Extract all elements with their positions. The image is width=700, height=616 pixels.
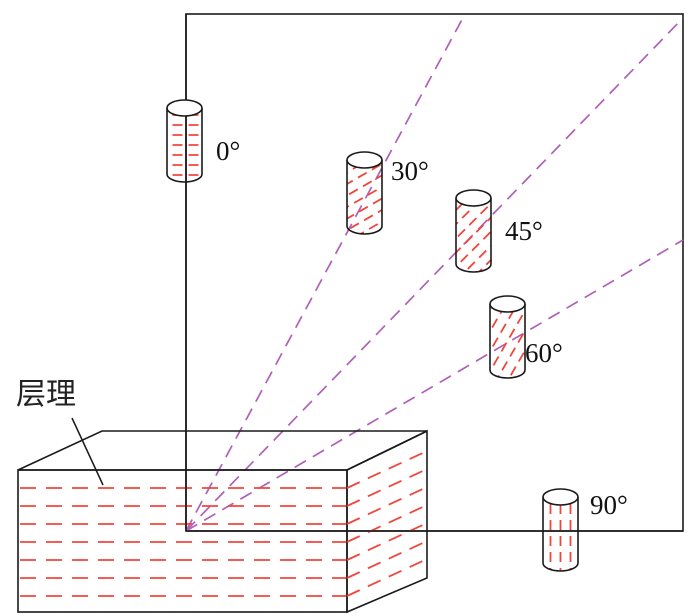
core-sample-90: 90° [542, 488, 628, 572]
core-body [346, 160, 383, 235]
core-sample-60: 60° [489, 295, 563, 379]
direction-ray [185, 13, 466, 532]
direction-ray [185, 239, 684, 532]
angle-label: 45° [505, 216, 543, 246]
core-top [346, 151, 383, 169]
core-top [489, 295, 526, 313]
angle-label: 90° [590, 490, 628, 520]
angle-label: 0° [216, 136, 240, 166]
layer-line-side [346, 468, 428, 507]
block-right-face [346, 429, 428, 614]
layer-line-side [346, 558, 428, 597]
core-bedding-hatch [490, 296, 525, 378]
layer-line-side [346, 504, 428, 543]
core-sample-0: 0° [166, 99, 240, 183]
core-sample-45: 45° [455, 189, 543, 273]
core-body [455, 198, 492, 273]
label-leader-line [71, 417, 104, 486]
core-top [542, 488, 579, 506]
core-top [455, 189, 492, 207]
block-top-face [17, 430, 428, 471]
core-samples: 0° 30° 45° 60° 90° [166, 99, 628, 572]
bedding-label: 层理 [16, 377, 76, 412]
angle-label: 30° [391, 156, 429, 186]
direction-ray [185, 17, 684, 532]
bedding-layers [20, 450, 428, 597]
rock-block [17, 429, 428, 614]
core-top [166, 99, 203, 117]
layer-line-side [346, 522, 428, 561]
core-body [166, 108, 203, 183]
core-bedding-hatch [347, 152, 382, 234]
core-body [542, 497, 579, 572]
core-body [489, 304, 526, 379]
layer-line-side [346, 540, 428, 579]
direction-rays [185, 13, 684, 532]
core-sample-30: 30° [346, 151, 429, 235]
angle-label: 60° [525, 338, 563, 368]
layer-line-side [346, 486, 428, 525]
layer-line-side [346, 450, 428, 489]
block-front-face [17, 469, 348, 613]
